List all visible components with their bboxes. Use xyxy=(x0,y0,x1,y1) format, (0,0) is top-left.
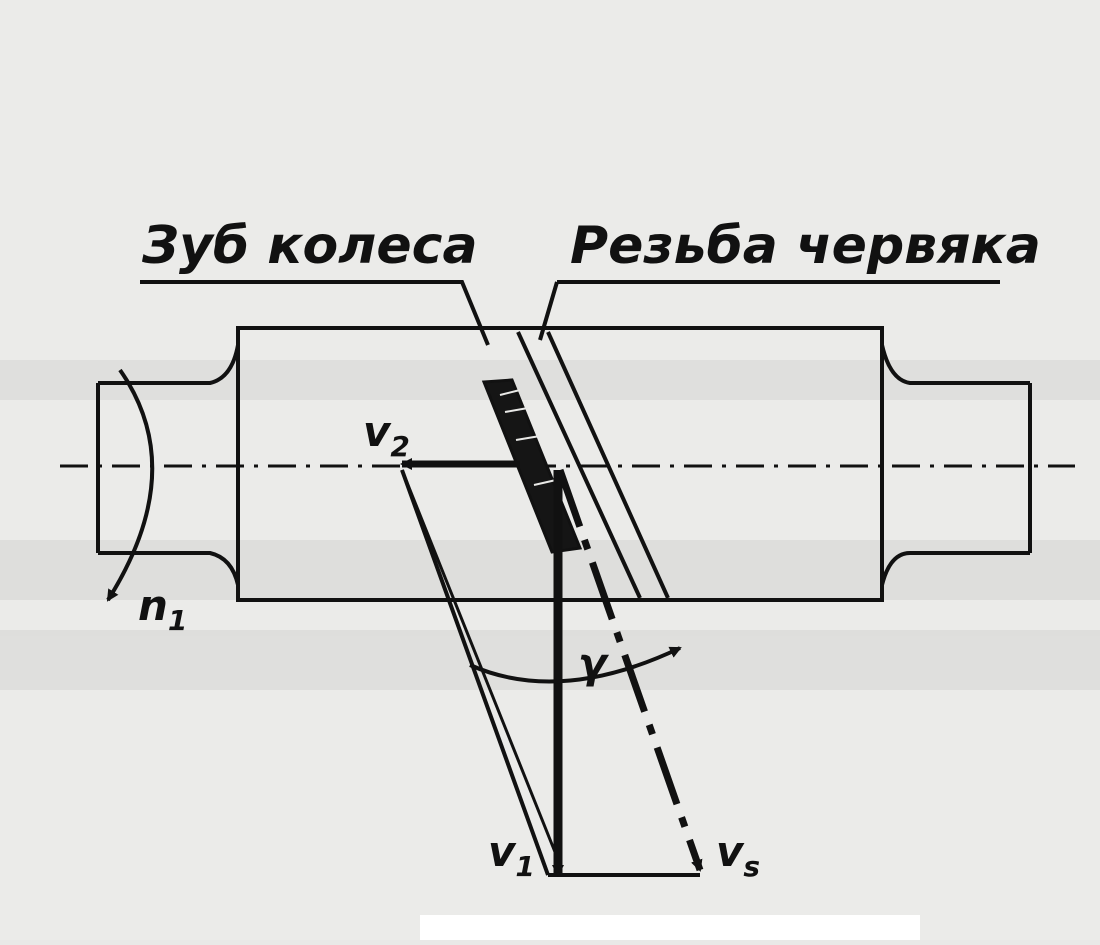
sliding-velocity-subscript: s xyxy=(743,850,760,883)
label-leaders xyxy=(140,280,1000,346)
sliding-velocity-symbol: v xyxy=(716,827,745,876)
worm-thread-label: Резьба червяка xyxy=(570,216,1041,276)
wheel-velocity-symbol: v xyxy=(363,407,392,456)
wheel-velocity-label: v2 xyxy=(363,407,410,463)
worm-velocity-symbol: v xyxy=(488,827,517,876)
sliding-velocity-label: vs xyxy=(716,827,760,883)
rotation-label: n1 xyxy=(138,581,187,637)
lead-angle-label: γ xyxy=(578,639,610,688)
wheel-velocity-subscript: 2 xyxy=(390,430,409,463)
velocity-triangle xyxy=(400,469,700,877)
rotation-arc xyxy=(106,368,155,602)
wheel-tooth-label: Зуб колеса xyxy=(141,216,478,276)
worm-velocity-subscript: 1 xyxy=(515,850,534,883)
worm-thread xyxy=(516,331,670,599)
paper-strip xyxy=(420,915,920,940)
thread-leader-line xyxy=(538,280,1000,341)
tooth-leader-line xyxy=(140,280,490,346)
rotation-subscript: 1 xyxy=(168,604,187,637)
worm-velocity-label: v1 xyxy=(488,827,535,883)
lead-angle-arc xyxy=(469,646,682,684)
rotation-symbol: n xyxy=(138,581,168,630)
